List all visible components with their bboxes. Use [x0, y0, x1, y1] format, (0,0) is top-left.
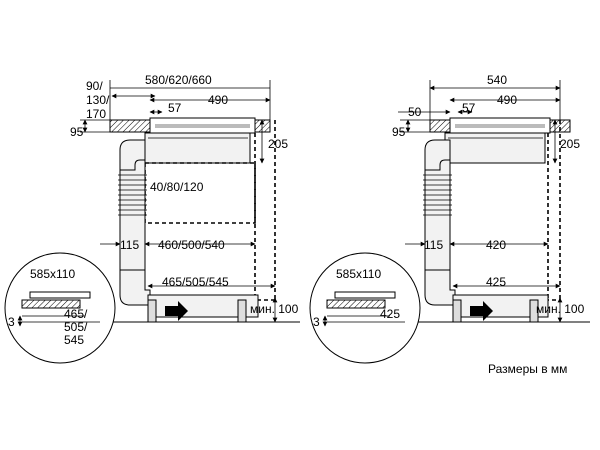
left-dim-inner-57: 57 — [168, 101, 182, 115]
left-dim-width-460: 460/500/540 — [158, 238, 225, 252]
right-dim-inner-57: 57 — [462, 101, 476, 115]
left-dim-depth-offset-3: 170 — [86, 107, 106, 121]
left-dim-height-205: 205 — [268, 137, 288, 151]
left-dim-top-width: 580/620/660 — [145, 73, 212, 87]
left-vertical-duct — [119, 149, 146, 291]
right-dim-height-205: 205 — [560, 137, 580, 151]
right-detail-585: 585x110 — [336, 267, 381, 281]
right-dim-height-95: 95 — [392, 125, 406, 139]
right-dim-width-420: 420 — [486, 238, 506, 252]
left-dim-depth-offset-2: 130/ — [86, 93, 110, 107]
right-diagram: 540 490 50 57 95 205 115 420 425 мин. 10… — [309, 73, 590, 364]
right-detail-3: 3 — [313, 315, 320, 329]
right-vertical-duct — [424, 149, 451, 291]
left-dim-inner-490: 490 — [208, 93, 228, 107]
left-detail-465-3: 545 — [64, 333, 84, 347]
left-diagram: 90/ 130/ 170 580/620/660 490 57 95 205 4… — [4, 73, 300, 364]
left-dim-height-95: 95 — [70, 125, 84, 139]
right-dim-offset-50: 50 — [408, 105, 422, 119]
left-detail-465-1: 465/ — [64, 307, 88, 321]
right-dim-width-115: 115 — [424, 238, 443, 252]
left-dim-min-100: мин. 100 — [250, 302, 299, 316]
left-detail-465-2: 505/ — [64, 320, 88, 334]
right-dim-inner-490: 490 — [497, 93, 517, 107]
left-flex-hose — [118, 174, 147, 216]
right-dim-top-width: 540 — [487, 73, 507, 87]
right-airflow-arrow — [470, 301, 493, 321]
left-detail-3: 3 — [8, 315, 15, 329]
right-dim-min-100: мин. 100 — [536, 302, 585, 316]
right-dim-width-425: 425 — [486, 275, 506, 289]
left-detail-585: 585x110 — [30, 267, 75, 281]
right-extractor-box — [444, 132, 546, 164]
left-dim-duct-40: 40/80/120 — [150, 180, 204, 194]
units-caption: Размеры в мм — [488, 362, 568, 376]
left-dim-width-115: 115 — [120, 238, 139, 252]
left-extractor-box — [144, 132, 251, 164]
left-dim-width-465: 465/505/545 — [162, 275, 229, 289]
right-flex-hose — [423, 174, 452, 216]
right-detail-425: 425 — [380, 307, 400, 321]
left-airflow-arrow — [165, 301, 188, 321]
left-dim-depth-offset-1: 90/ — [86, 79, 103, 93]
